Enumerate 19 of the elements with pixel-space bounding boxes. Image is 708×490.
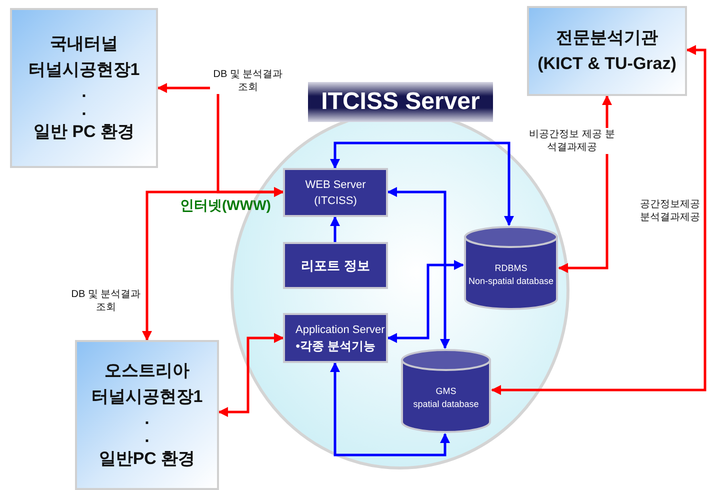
arrow: [142, 187, 284, 341]
title-banner: ITCISS Server: [308, 82, 493, 122]
site-box: 전문분석기관 (KICT & TU-Graz): [527, 6, 687, 96]
server-box: Application Server •각종 분석기능: [283, 313, 388, 363]
report-box: 리포트 정보: [283, 242, 388, 289]
arrow: [387, 260, 464, 343]
edge-label: 공간정보제공 분석결과제공: [638, 198, 702, 224]
arrow: [330, 216, 340, 242]
arrow: [491, 45, 706, 395]
arrow: [387, 187, 450, 349]
arrow: [558, 95, 612, 273]
network-label: 인터넷(WWW): [180, 197, 271, 215]
arrow: [218, 333, 284, 417]
arrow: [330, 142, 514, 226]
site-box: 국내터널 터널시공현장1 . . 일반 PC 환경: [10, 8, 158, 168]
edge-label: 비공간정보 제공 분석결과제공: [527, 128, 617, 154]
arrow: [330, 362, 450, 456]
server-box: WEB Server (ITCISS): [283, 168, 388, 217]
site-box: 오스트리아 터널시공현장1 . . 일반PC 환경: [75, 340, 219, 490]
